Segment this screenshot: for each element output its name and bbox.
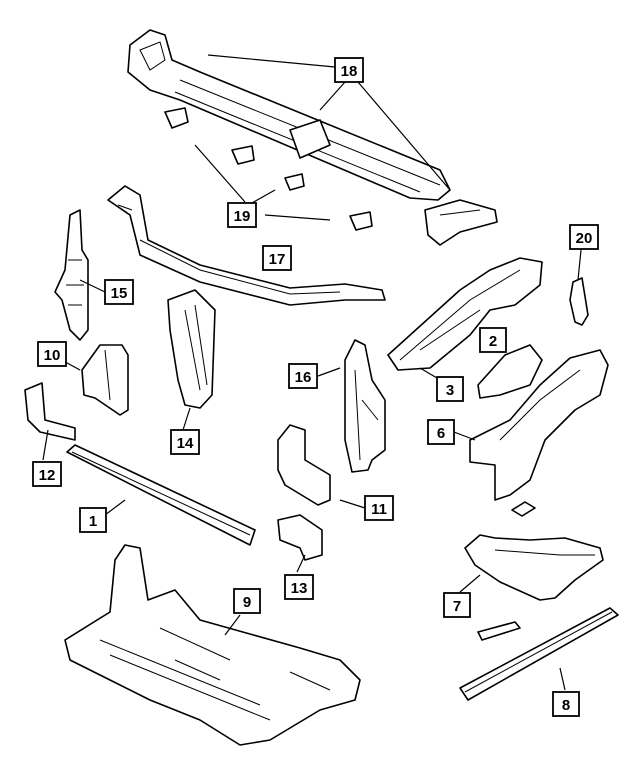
callout-19: 19: [227, 202, 257, 228]
part-17-radiator-upper-support: [107, 185, 386, 306]
part-9-front-frame: [64, 544, 361, 746]
callout-17-label: 17: [269, 251, 286, 268]
callout-13: 13: [284, 574, 314, 600]
callout-19-label: 19: [234, 208, 251, 225]
part-20-strap: [569, 277, 589, 326]
callout-7-label: 7: [453, 598, 461, 615]
callout-20-label: 20: [576, 230, 593, 247]
callout-1: 1: [79, 507, 107, 533]
part-6-right-apron: [469, 349, 609, 517]
callout-12: 12: [32, 461, 62, 487]
callout-14-label: 14: [177, 435, 194, 452]
part-1-lower-crossmember: [66, 444, 256, 546]
callout-11-label: 11: [371, 501, 387, 518]
part-18-cowl-crossmember: [127, 29, 498, 246]
part-16-right-headlamp-bracket: [344, 339, 386, 473]
callout-15-label: 15: [111, 285, 128, 302]
callout-14: 14: [170, 429, 200, 455]
callout-16: 16: [288, 363, 318, 389]
callout-16-label: 16: [295, 369, 312, 386]
part-2-right-rail: [387, 257, 543, 371]
part-15-left-headlamp-bracket: [54, 209, 89, 341]
part-8-sill: [459, 607, 619, 701]
callout-9: 9: [233, 588, 261, 614]
callout-6-label: 6: [437, 425, 445, 442]
callout-2-label: 2: [489, 333, 497, 350]
part-12-left-bracket: [24, 382, 76, 441]
callout-2: 2: [479, 327, 507, 353]
callout-3-label: 3: [446, 382, 454, 399]
callout-12-label: 12: [39, 467, 56, 484]
callout-11: 11: [364, 495, 394, 521]
callout-17: 17: [262, 245, 292, 271]
callout-7: 7: [443, 592, 471, 618]
part-14-center-support: [167, 289, 216, 409]
callout-6: 6: [427, 419, 455, 445]
callout-3: 3: [436, 376, 464, 402]
callout-9-label: 9: [243, 594, 251, 611]
callout-18: 18: [334, 57, 364, 83]
part-3-rail-extension: [477, 344, 543, 399]
callout-1-label: 1: [89, 513, 97, 530]
callout-8: 8: [552, 691, 580, 717]
part-13-bracket: [277, 514, 323, 561]
part-10-left-baffle: [81, 344, 129, 416]
part-11-right-baffle: [277, 424, 331, 506]
callout-13-label: 13: [291, 580, 308, 597]
callout-10: 10: [37, 341, 67, 367]
callout-15: 15: [104, 279, 134, 305]
callout-10-label: 10: [44, 347, 61, 364]
part-19-brackets: [164, 107, 373, 231]
callout-18-label: 18: [341, 63, 358, 80]
callout-20: 20: [569, 224, 599, 250]
part-7-floor-pan: [464, 534, 604, 641]
callout-8-label: 8: [562, 697, 570, 714]
